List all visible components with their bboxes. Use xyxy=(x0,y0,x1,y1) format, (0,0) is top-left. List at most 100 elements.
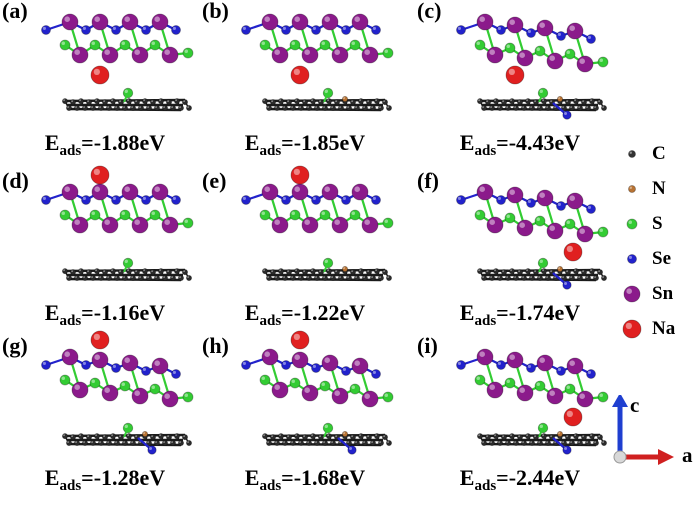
sn-atom xyxy=(546,222,564,240)
c-atom-highlight xyxy=(574,99,576,102)
na-atom-highlight xyxy=(93,68,100,75)
c-atom-highlight xyxy=(578,441,580,443)
n-dopant-atom-highlight xyxy=(149,447,152,450)
c-atom-highlight xyxy=(506,106,508,108)
c-atom xyxy=(129,105,136,112)
c-atom-highlight xyxy=(367,100,369,103)
sn-atom-highlight xyxy=(539,22,545,29)
legend-label: Se xyxy=(652,248,671,269)
na-atom xyxy=(90,165,110,185)
c-atom-highlight xyxy=(99,106,101,108)
c-atom-highlight xyxy=(271,100,273,103)
c-atom xyxy=(78,268,85,275)
c-atom xyxy=(98,105,105,112)
c-atom xyxy=(322,105,329,112)
c-atom xyxy=(564,269,571,276)
sn-atom-highlight xyxy=(324,16,330,23)
c-atom-highlight xyxy=(63,269,65,272)
c-atom xyxy=(584,105,591,112)
n-atom xyxy=(341,266,348,273)
s-atom-highlight xyxy=(384,49,388,53)
c-atom xyxy=(529,275,536,282)
c-atom-highlight xyxy=(111,434,113,437)
c-atom-highlight xyxy=(175,434,177,437)
sn-atom xyxy=(91,13,109,31)
c-atom xyxy=(361,275,368,282)
c-atom xyxy=(290,105,297,112)
se-atom-highlight xyxy=(172,26,176,30)
s-atom-highlight xyxy=(91,379,95,383)
sn-atom-highlight xyxy=(154,360,160,366)
c-atom xyxy=(70,434,77,441)
c-atom-highlight xyxy=(578,276,580,278)
se-atom-highlight xyxy=(457,26,461,30)
sn-atom-highlight xyxy=(274,384,280,390)
energy-symbol: E xyxy=(459,300,475,325)
c-atom-highlight xyxy=(490,441,492,443)
c-atom-highlight xyxy=(498,106,500,108)
s-atom-highlight xyxy=(291,211,295,215)
n-atom-highlight xyxy=(343,432,345,434)
c-atom-highlight xyxy=(586,441,588,443)
c-atom xyxy=(173,98,180,105)
c-atom xyxy=(181,434,188,441)
sn-atom-highlight xyxy=(489,219,495,225)
na-atom xyxy=(90,65,110,85)
sn-atom xyxy=(486,381,504,399)
energy-value: =-1.16eV xyxy=(81,300,166,325)
c-atom-highlight xyxy=(163,441,165,443)
c-atom-highlight xyxy=(131,106,133,108)
c-atom xyxy=(66,275,73,282)
c-atom-highlight xyxy=(323,276,325,278)
c-atom-highlight xyxy=(498,276,500,278)
c-atom xyxy=(306,275,313,282)
c-atom xyxy=(70,99,77,106)
c-atom-highlight xyxy=(171,276,173,278)
se-atom xyxy=(456,195,466,205)
c-atom xyxy=(274,275,281,282)
c-atom xyxy=(365,269,372,276)
sn-atom-highlight xyxy=(364,393,370,399)
sn-atom xyxy=(301,384,319,402)
c-atom xyxy=(145,440,152,447)
c-atom-highlight xyxy=(514,441,516,443)
c-atom xyxy=(373,268,380,275)
c-atom xyxy=(353,275,360,282)
c-atom-highlight xyxy=(167,435,169,438)
panel-label: (a) xyxy=(2,0,28,23)
c-atom xyxy=(78,98,85,105)
c-atom-highlight xyxy=(522,106,524,108)
sn-atom xyxy=(131,216,149,234)
c-atom xyxy=(62,268,69,275)
sn-se-s-layer xyxy=(41,13,194,85)
c-atom xyxy=(169,105,176,112)
c-atom-highlight xyxy=(518,435,520,438)
s-atom-highlight xyxy=(261,41,265,45)
s-atom xyxy=(182,391,194,403)
sn-atom xyxy=(321,183,339,201)
c-atom-highlight xyxy=(279,269,281,272)
c-atom xyxy=(314,440,321,447)
c-atom-highlight xyxy=(291,106,293,108)
se-atom xyxy=(496,25,506,35)
sn-atom-highlight xyxy=(274,49,280,55)
c-atom-highlight xyxy=(83,441,85,443)
s-atom xyxy=(319,380,331,392)
c-atom-highlight xyxy=(478,99,480,102)
carbon-substrate xyxy=(262,257,392,282)
c-atom-highlight xyxy=(103,270,105,273)
c-atom xyxy=(149,434,156,441)
se-atom xyxy=(81,25,91,35)
c-atom-highlight xyxy=(179,106,181,108)
c-atom-highlight xyxy=(119,100,121,103)
se-atom-highlight xyxy=(312,26,316,30)
sn-atom xyxy=(516,384,534,402)
c-atom-highlight xyxy=(387,106,389,108)
c-atom xyxy=(86,434,93,441)
n-dopant-atom-highlight xyxy=(564,282,567,285)
c-atom-highlight xyxy=(183,435,185,438)
legend-atom-highlight xyxy=(628,220,632,224)
c-atom xyxy=(90,440,97,447)
c-atom-highlight xyxy=(594,441,596,443)
c-atom-highlight xyxy=(171,441,173,443)
